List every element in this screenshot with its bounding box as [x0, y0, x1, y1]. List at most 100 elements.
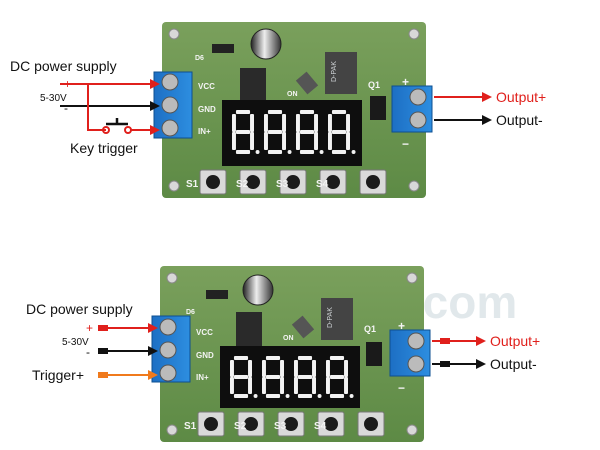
pin-in-label: IN+: [198, 127, 211, 136]
button-label: S4: [314, 421, 327, 432]
screw-icon: [161, 73, 179, 91]
display-dot: [285, 394, 290, 398]
screw-icon: [161, 96, 179, 114]
display-segment: [294, 359, 298, 377]
minus-sign: -: [86, 345, 90, 359]
button-cap-icon: [206, 175, 220, 189]
button-cap-icon: [364, 417, 378, 431]
display-segment: [265, 394, 281, 398]
display-segment: [312, 377, 316, 395]
tactile-button: [317, 411, 345, 437]
supply-label: DC power supply: [10, 58, 117, 74]
output-plus-label: Output+: [496, 89, 546, 105]
display-segment: [267, 130, 283, 134]
ic-chip-icon: [240, 68, 266, 104]
input-label: Key trigger: [70, 140, 138, 156]
button-cap-icon: [326, 175, 340, 189]
plus-sign: +: [64, 77, 71, 91]
arrow-icon: [476, 359, 486, 369]
wire-end-icon: [98, 325, 108, 331]
button-label: S2: [236, 179, 249, 190]
display-segment: [328, 113, 332, 132]
display-segment: [233, 356, 249, 360]
display-segment: [331, 130, 347, 134]
switch-contact-icon: [102, 126, 110, 134]
q1-label: Q1: [364, 324, 376, 334]
display-segment: [232, 113, 236, 132]
input-label: Trigger+: [32, 367, 84, 383]
voltage-label: 5-30V: [40, 93, 67, 104]
display-segment: [262, 359, 266, 377]
wire-end-icon: [98, 372, 108, 378]
display-segment: [344, 359, 348, 377]
transistor-icon: [366, 342, 382, 366]
mount-hole-icon: [406, 424, 418, 436]
display-segment: [328, 132, 332, 151]
display-segment: [299, 110, 315, 114]
wire-end-icon: [98, 348, 108, 354]
pin-gnd-label: GND: [196, 351, 214, 360]
minus-sign: -: [64, 101, 68, 115]
display-segment: [232, 132, 236, 151]
pin-gnd-label: GND: [198, 105, 216, 114]
dpak-label: D-PAK: [331, 61, 338, 82]
tactile-button: [199, 169, 227, 195]
display-segment: [262, 377, 266, 395]
arrow-icon: [150, 101, 160, 111]
transistor-icon: [370, 96, 386, 120]
capacitor-icon: [242, 274, 274, 306]
arrow-icon: [148, 346, 158, 356]
dpak-chip-icon: [321, 298, 353, 340]
screw-icon: [407, 332, 425, 350]
button-cap-icon: [284, 417, 298, 431]
q1-label: Q1: [368, 80, 380, 90]
component-icon: [295, 71, 319, 95]
button-label: S1: [186, 179, 199, 190]
tactile-button: [357, 411, 385, 437]
display-dot: [317, 394, 322, 398]
screw-icon: [159, 364, 177, 382]
component-icon: [291, 315, 315, 339]
tactile-button: [197, 411, 225, 437]
display-segment: [267, 110, 283, 114]
display-segment: [264, 132, 268, 151]
mount-hole-icon: [168, 28, 180, 40]
display-segment: [326, 359, 330, 377]
diode-label: D6: [195, 55, 204, 62]
output-minus-label: Output-: [490, 356, 537, 372]
tactile-button: [237, 411, 265, 437]
button-label: S3: [274, 421, 287, 432]
capacitor-icon: [250, 28, 282, 60]
output-minus-label: Output-: [496, 112, 543, 128]
output-plus-mark: +: [402, 75, 409, 89]
display-dot: [255, 150, 260, 155]
display-segment: [248, 359, 252, 377]
button-cap-icon: [204, 417, 218, 431]
button-cap-icon: [366, 175, 380, 189]
tactile-button: [277, 411, 305, 437]
led-on-label: ON: [283, 335, 294, 342]
button-label: S3: [276, 179, 289, 190]
screw-icon: [159, 341, 177, 359]
screw-icon: [159, 318, 177, 336]
display-segment: [282, 113, 286, 132]
display-segment: [296, 113, 300, 132]
pin-in-label: IN+: [196, 373, 209, 382]
display-segment: [299, 130, 315, 134]
screw-icon: [161, 119, 179, 137]
screw-icon: [407, 355, 425, 373]
display-segment: [280, 377, 284, 395]
mount-hole-icon: [408, 28, 420, 40]
wire-end-icon: [440, 338, 450, 344]
display-segment: [329, 394, 345, 398]
wire-end-icon: [440, 361, 450, 367]
tactile-button: [319, 169, 347, 195]
display-segment: [312, 359, 316, 377]
display-segment: [235, 130, 251, 134]
button-label: S4: [316, 179, 329, 190]
diode-icon: [212, 44, 234, 53]
display-segment: [267, 150, 283, 154]
arrow-icon: [148, 323, 158, 333]
mount-hole-icon: [408, 180, 420, 192]
